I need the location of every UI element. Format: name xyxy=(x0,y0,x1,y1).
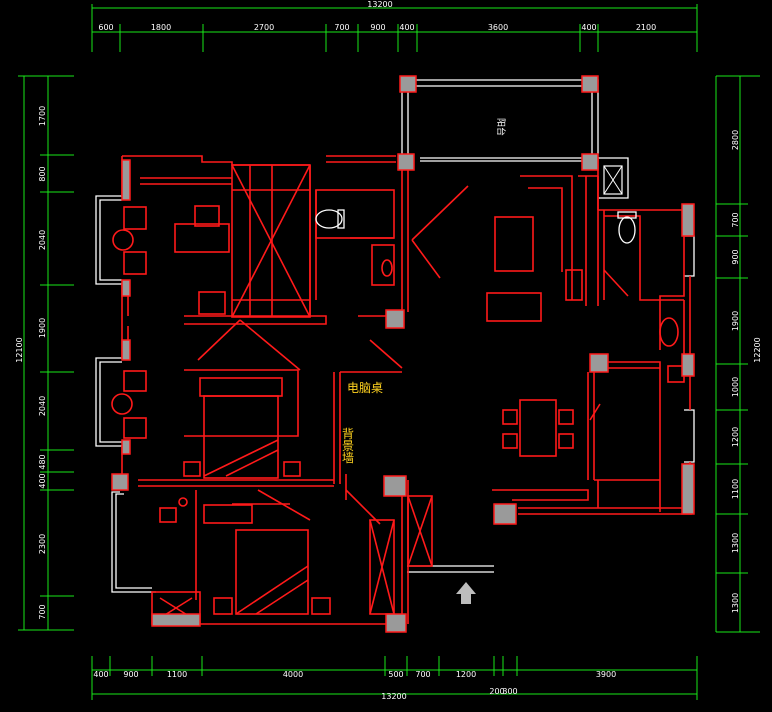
bottom-dim: 3900 xyxy=(596,670,616,679)
bottom-dim: 300 xyxy=(502,687,517,696)
top-dim: 1800 xyxy=(151,23,171,32)
right-dim: 1000 xyxy=(731,377,740,397)
left-dim: 800 xyxy=(38,166,47,181)
bottom-dim: 500 xyxy=(388,670,403,679)
walls xyxy=(95,79,695,593)
right-dim: 2800 xyxy=(731,130,740,150)
bottom-dim: 700 xyxy=(415,670,430,679)
balcony-label: 阳台 xyxy=(495,118,507,136)
top-dim: 3600 xyxy=(488,23,508,32)
right-dim: 700 xyxy=(731,212,740,227)
left-dim: 400 xyxy=(38,473,47,488)
right-dim: 1900 xyxy=(731,311,740,331)
overall-right-dim: 12200 xyxy=(753,337,762,362)
right-dim: 1100 xyxy=(731,479,740,499)
right-dim: 900 xyxy=(731,249,740,264)
bottom-dim: 4000 xyxy=(283,670,303,679)
dimension-lines xyxy=(18,4,760,700)
left-dim: 480 xyxy=(38,454,47,469)
left-dim: 1900 xyxy=(38,318,47,338)
left-dim: 700 xyxy=(38,604,47,619)
bottom-dim: 900 xyxy=(123,670,138,679)
tv-wall-label-3: 墙 xyxy=(342,451,354,465)
top-dim: 2700 xyxy=(254,23,274,32)
bottom-dim: 400 xyxy=(93,670,108,679)
top-dim: 700 xyxy=(334,23,349,32)
right-dim: 1300 xyxy=(731,533,740,553)
toilet-fixture-right xyxy=(617,211,637,244)
top-dim: 2100 xyxy=(636,23,656,32)
structural-columns xyxy=(111,75,695,633)
left-dim: 2300 xyxy=(38,534,47,554)
shower-fixture xyxy=(603,165,623,195)
right-dim: 1200 xyxy=(731,427,740,447)
overall-bottom-dim: 13200 xyxy=(381,692,406,701)
top-dim: 400 xyxy=(581,23,596,32)
bottom-dim: 1200 xyxy=(456,670,476,679)
dimension-labels: 13200 600 1800 2700 700 900 400 3600 400… xyxy=(15,0,762,701)
interior-lines xyxy=(111,155,692,625)
tv-wall-label-1: 背 xyxy=(342,427,354,441)
left-dim: 1700 xyxy=(38,106,47,126)
computer-desk-label: 电脑桌 xyxy=(347,381,383,395)
entrance-arrow-icon xyxy=(456,582,476,604)
right-dim: 1300 xyxy=(731,593,740,613)
tv-wall-label-2: 景 xyxy=(342,439,354,453)
left-dim: 2040 xyxy=(38,396,47,416)
top-dim: 900 xyxy=(370,23,385,32)
bottom-dim: 1100 xyxy=(167,670,187,679)
right-dim-labels: 12200 2800 700 900 1900 1000 1200 1100 1… xyxy=(731,130,762,613)
toilet-fixture-left xyxy=(315,209,345,229)
left-dim-labels: 12100 1700 800 2040 1900 2040 480 400 23… xyxy=(15,106,47,620)
overall-left-dim: 12100 xyxy=(15,337,24,362)
left-dim: 2040 xyxy=(38,230,47,250)
top-dim: 600 xyxy=(98,23,113,32)
room-labels: 电脑桌 背 景 墙 阳台 xyxy=(342,118,507,465)
overall-top-dim: 13200 xyxy=(367,0,392,9)
top-dim: 400 xyxy=(399,23,414,32)
bottom-dim: 200 xyxy=(489,687,504,696)
